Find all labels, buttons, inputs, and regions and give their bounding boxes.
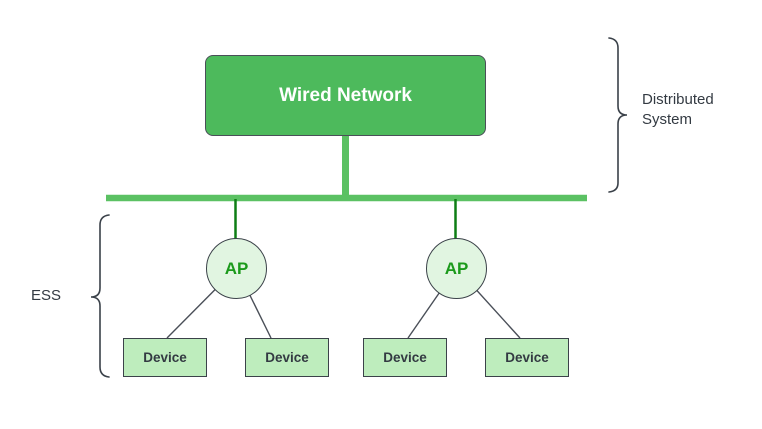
wired-network-label: Wired Network: [279, 84, 412, 106]
device-2-label: Device: [265, 350, 309, 365]
device-2-node: Device: [245, 338, 329, 377]
device-3-node: Device: [363, 338, 447, 377]
access-point-2-label: AP: [444, 258, 469, 278]
distributed-system-brace: [608, 37, 628, 193]
access-point-1-label: AP: [224, 258, 249, 278]
device-4-label: Device: [505, 350, 549, 365]
distributed-system-label: Distributed System: [642, 91, 714, 128]
wired-network-node: Wired Network: [205, 55, 486, 136]
device-1-node: Device: [123, 338, 207, 377]
access-point-1-node: AP: [206, 238, 267, 299]
device-4-node: Device: [485, 338, 569, 377]
device-3-label: Device: [383, 350, 427, 365]
ess-label: ESS: [31, 287, 62, 304]
ess-brace: [90, 214, 110, 378]
device-1-label: Device: [143, 350, 187, 365]
access-point-2-node: AP: [426, 238, 487, 299]
